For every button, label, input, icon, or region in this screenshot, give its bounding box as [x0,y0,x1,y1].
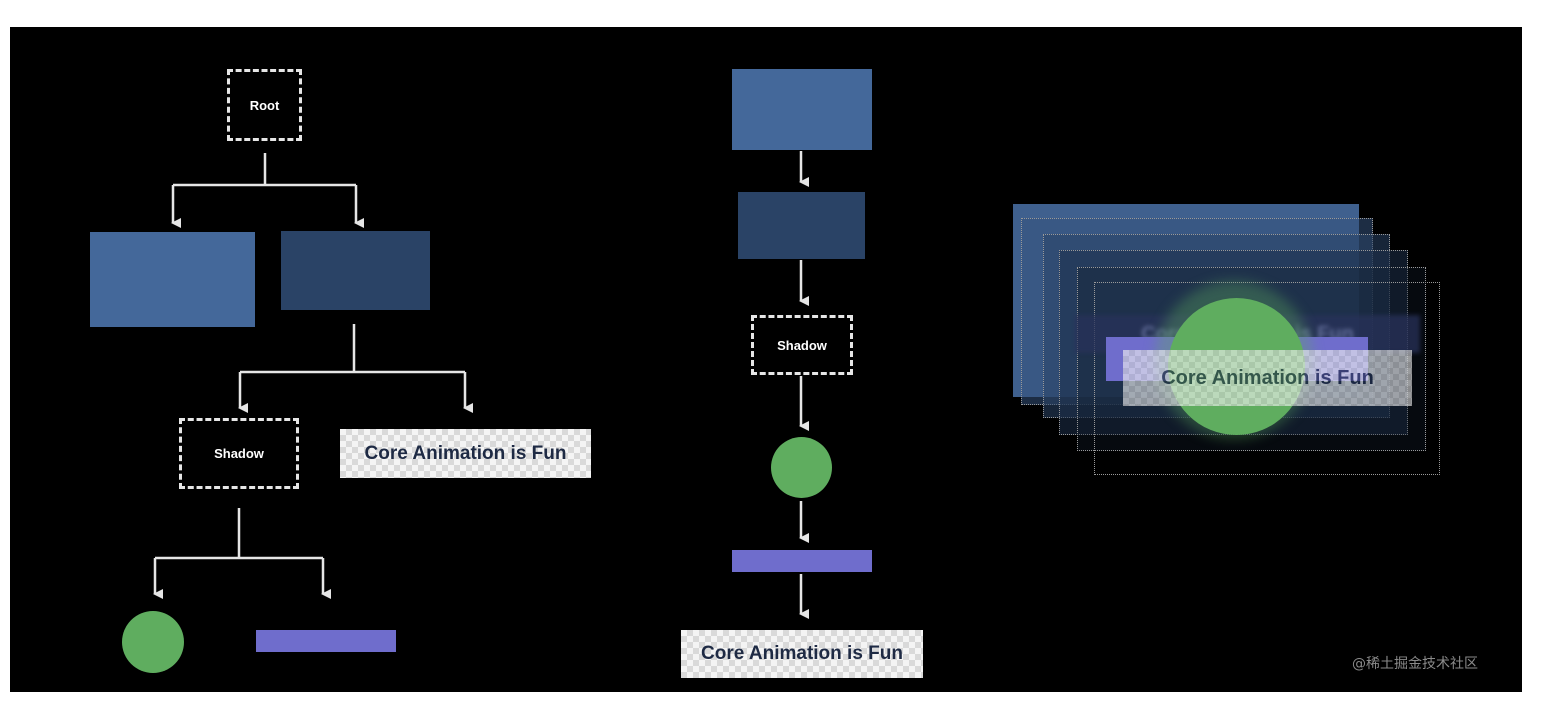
flat-text-layer-label: Core Animation is Fun [701,643,903,664]
tree-connector-root [173,153,356,187]
flat-green-circle-layer [771,437,832,498]
tree-root-label: Root [249,97,280,113]
watermark-text: @稀土掘金技术社区 [1352,656,1478,672]
diagram-canvas: Root Shadow Core Animation is Fun Shadow… [10,27,1522,692]
tree-shadow-node: Shadow [179,418,299,489]
tree-text-layer: Core Animation is Fun [340,429,591,478]
tree-green-circle-layer [122,611,184,673]
composite-frame-5 [1094,282,1440,475]
tree-text-layer-label: Core Animation is Fun [364,442,567,464]
tree-shadow-label: Shadow [214,446,264,461]
flat-shadow-node: Shadow [751,315,853,375]
connector-lines [153,151,809,619]
flat-text-layer: Core Animation is Fun [681,630,923,678]
tree-connector-dark-box [240,324,465,374]
tree-connector-shadow [155,508,323,560]
flat-purple-bar-layer [732,550,872,572]
flat-light-blue-layer [732,69,872,150]
tree-dark-blue-layer [281,231,430,310]
tree-root-node: Root [227,69,302,141]
composite-text-layer: Core Animation is Fun [1123,350,1412,406]
tree-light-blue-layer [90,232,255,327]
composite-group: Core Animation is Fun Core Animation is … [1005,197,1450,487]
tree-purple-bar-layer [256,630,396,652]
composite-text-layer-label: Core Animation is Fun [1161,366,1374,389]
flat-dark-blue-layer [738,192,865,259]
flat-shadow-label: Shadow [777,337,827,353]
